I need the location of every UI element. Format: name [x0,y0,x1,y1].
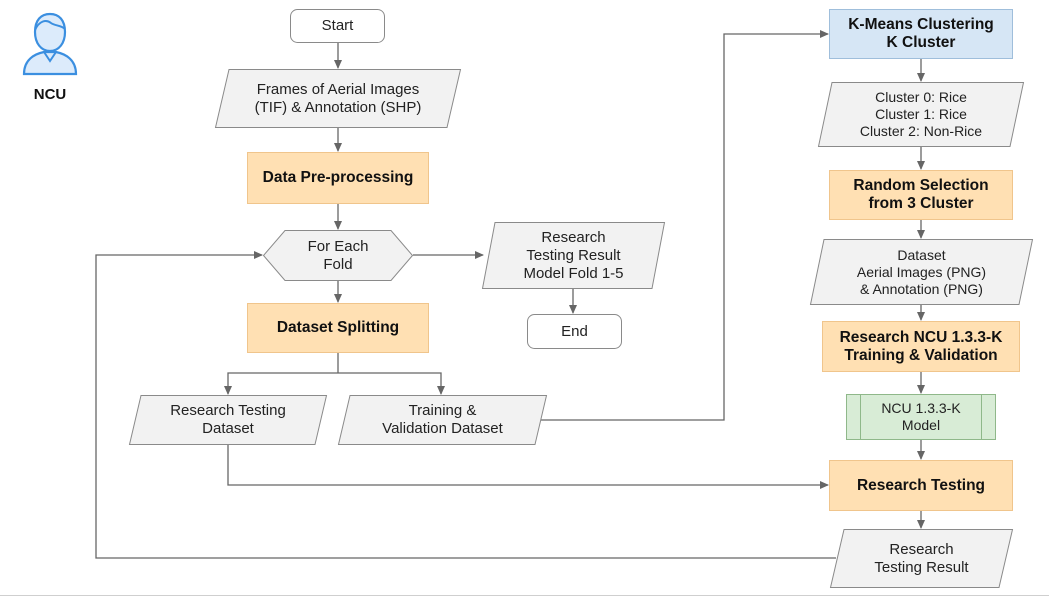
node-kmeans: K-Means Clustering K Cluster [829,9,1013,59]
node-training: Research NCU 1.3.3-K Training & Validati… [822,321,1020,372]
edge-train-to-kmeans [541,30,829,421]
node-splitting-label: Dataset Splitting [276,319,400,336]
node-testing: Research Testing [829,460,1013,511]
node-test-dataset: Research Testing Dataset [128,395,328,445]
node-testing-label: Research Testing [856,476,986,494]
node-foreach-label: For Each Fold [307,237,369,273]
node-start: Start [290,9,385,43]
node-splitting: Dataset Splitting [247,303,429,353]
node-dataset-png-label: Dataset Aerial Images (PNG) & Annotation… [856,246,987,297]
node-preprocess-label: Data Pre-processing [262,169,414,186]
actor-label: NCU [33,86,67,103]
node-train-dataset-label: Training & Validation Dataset [382,402,503,437]
edge-result-loop-back [95,251,836,559]
node-result-fold-label: Research Testing Result Model Fold 1-5 [523,228,624,282]
node-end: End [527,314,622,349]
edge-test-dataset-to-testing [227,445,829,489]
bottom-divider [0,595,1049,596]
node-end-label: End [561,322,588,340]
node-start-label: Start [321,17,354,34]
node-model: NCU 1.3.3-K Model [846,394,996,440]
node-clusters: Cluster 0: Rice Cluster 1: Rice Cluster … [817,82,1025,147]
node-result-label: Research Testing Result [874,540,969,576]
actor-ncu: NCU [18,8,82,108]
node-training-label: Research NCU 1.3.3-K Training & Validati… [839,328,1003,364]
node-model-label: NCU 1.3.3-K Model [881,400,961,433]
node-result-fold: Research Testing Result Model Fold 1-5 [481,222,666,289]
node-random-selection: Random Selection from 3 Cluster [829,170,1013,220]
node-test-dataset-label: Research Testing Dataset [170,402,286,437]
node-kmeans-label: K-Means Clustering K Cluster [848,16,994,51]
node-dataset-png: Dataset Aerial Images (PNG) & Annotation… [809,239,1034,305]
node-preprocess: Data Pre-processing [247,152,429,204]
node-frames: Frames of Aerial Images (TIF) & Annotati… [214,69,462,128]
edge-split-to-test-dataset [224,372,338,395]
node-frames-label: Frames of Aerial Images (TIF) & Annotati… [254,80,422,116]
node-result: Research Testing Result [829,529,1014,588]
node-random-selection-label: Random Selection from 3 Cluster [853,177,989,212]
user-avatar-icon [22,12,78,76]
node-train-dataset: Training & Validation Dataset [337,395,548,445]
node-clusters-label: Cluster 0: Rice Cluster 1: Rice Cluster … [859,89,983,139]
edge-split-to-train-dataset [338,372,445,395]
node-foreach: For Each Fold [262,230,414,281]
